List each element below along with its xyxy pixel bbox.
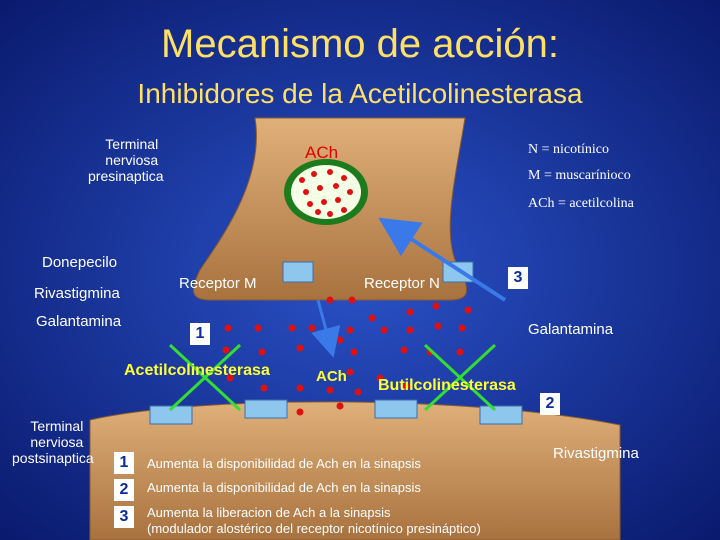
- legend-marker-1: 1: [114, 452, 134, 474]
- arrow-to-receptor-n: [378, 217, 507, 302]
- vesicle-ach-dots: [299, 169, 353, 217]
- butyrylcholinesterase-label: Butilcolinesterasa: [378, 377, 516, 394]
- drug-galantamina-left: Galantamina: [36, 313, 122, 330]
- receptor-m-pre: [282, 261, 314, 283]
- legend-marker-3: 3: [114, 506, 134, 528]
- legend-marker-2: 2: [114, 479, 134, 501]
- arrow-to-cleft: [311, 299, 341, 358]
- receptor-n-label: Receptor N: [364, 275, 440, 292]
- key-nicotinic: N = nicotínico: [528, 142, 609, 157]
- drug-galantamina-right: Galantamina: [528, 321, 614, 338]
- acetylcholinesterase-label: Acetilcolinesterasa: [124, 362, 270, 379]
- postsynaptic-receptors: [149, 399, 523, 425]
- marker-2-top: 2: [540, 393, 560, 415]
- key-muscarinic: M = muscarínioco: [528, 168, 631, 183]
- marker-1-top: 1: [190, 323, 210, 345]
- page-subtitle: Inhibidores de la Acetilcolinesterasa: [137, 78, 583, 109]
- receptor-n-pre: [442, 261, 474, 283]
- page-title: Mecanismo de acción:: [161, 22, 559, 66]
- cleft-ach-molecules: [222, 296, 472, 416]
- drug-rivastigmina-right: Rivastigmina: [553, 445, 639, 462]
- legend-text-3: Aumenta la liberacion de Ach a la sinaps…: [147, 505, 391, 520]
- postsynaptic-label: Terminal nerviosa postsinaptica: [12, 418, 94, 466]
- legend-text-1: Aumenta la disponibilidad de Ach en la s…: [147, 456, 421, 471]
- drug-donepecilo: Donepecilo: [42, 254, 118, 271]
- receptor-m-label: Receptor M: [179, 275, 257, 292]
- x-mark-butyrylcholinesterase: [423, 343, 497, 412]
- cleft-ach-label: ACh: [316, 368, 347, 385]
- key-ach: ACh = acetilcolina: [528, 196, 634, 211]
- vesicle-ach-label: ACh: [305, 143, 339, 162]
- x-mark-acetylcholinesterase: [168, 343, 242, 412]
- legend-text-2: Aumenta la disponibilidad de Ach en la s…: [147, 480, 421, 495]
- marker-3-top: 3: [508, 267, 528, 289]
- presynaptic-label: Terminal nerviosa presinaptica: [88, 136, 164, 184]
- legend-text-3b: (modulador alostérico del receptor nicot…: [147, 521, 481, 536]
- drug-rivastigmina-left: Rivastigmina: [34, 285, 120, 302]
